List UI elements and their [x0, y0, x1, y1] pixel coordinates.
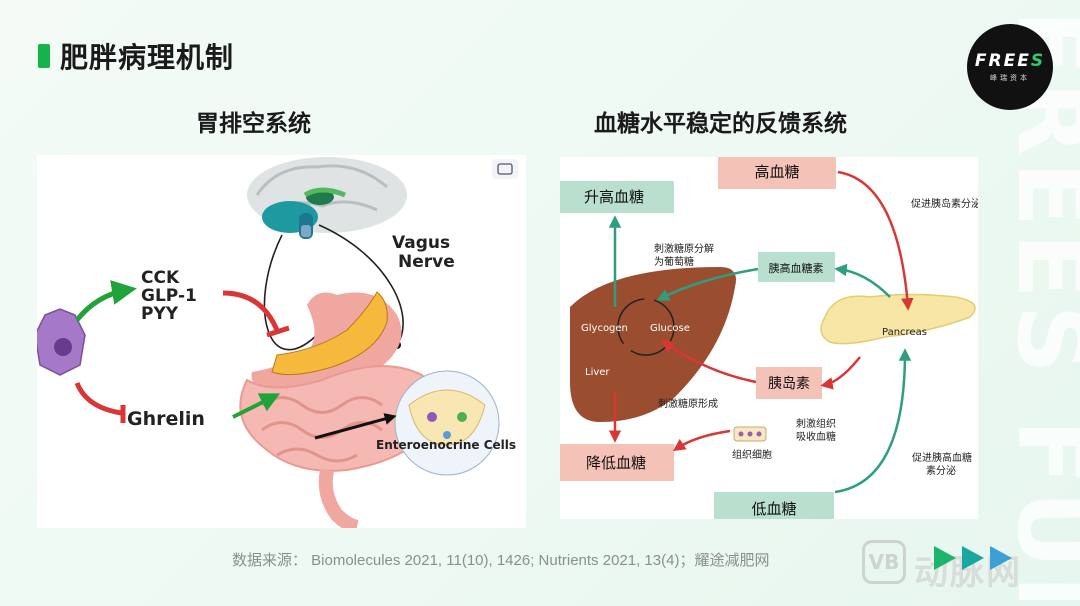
pancreas-label: Pancreas — [882, 327, 927, 338]
vagus-nerve-right — [318, 224, 404, 346]
vb-badge-icon: VB — [862, 540, 906, 584]
note-promote-insulin: 促进胰岛素分泌 — [911, 197, 978, 210]
logo-subtitle: 峰瑞资本 — [990, 74, 1030, 82]
pancreas-illustration — [820, 293, 976, 345]
brain-illustration — [247, 157, 407, 239]
tissue-cells-icon — [733, 426, 767, 442]
liver-illustration — [570, 267, 736, 422]
expand-icon — [492, 159, 518, 179]
note-glycogenolysis-1: 刺激糖原分解 — [654, 242, 714, 255]
high-glucose-box: 高血糖 — [718, 157, 836, 189]
glucose-feedback-diagram: Glycogen Glucose Liver Pancreas 高血糖 升高血糖… — [560, 157, 978, 519]
cck-label: CCK — [141, 268, 180, 288]
pyy-label: PYY — [141, 304, 179, 324]
note-promote-glucagon-2: 素分泌 — [926, 464, 956, 477]
glucose-label: Glucose — [650, 323, 690, 334]
raise-glucose-box: 升高血糖 — [560, 181, 674, 213]
logo-wordmark: FREES — [974, 51, 1046, 71]
enteroendocrine-cell-icon — [37, 308, 86, 376]
vagus-nerve-left — [263, 234, 320, 351]
enteroendocrine-label: Enteroenocrine Cells — [376, 438, 516, 452]
lower-glucose-box: 降低血糖 — [560, 444, 674, 481]
frees-logo: FREES 峰瑞资本 — [967, 24, 1053, 110]
nerve-label: Nerve — [398, 252, 455, 272]
title-accent-bar — [38, 44, 50, 68]
gastric-emptying-diagram: Vagus Nerve Enteroenocrine Cells C — [37, 155, 526, 528]
glucagon-box: 胰高血糖素 — [758, 252, 835, 282]
note-glycogenesis: 刺激糖原形成 — [658, 397, 718, 410]
note-glycogenolysis-2: 为葡萄糖 — [654, 255, 694, 268]
slide-title: 肥胖病理机制 — [60, 41, 235, 74]
svg-text:胰岛素: 胰岛素 — [768, 376, 810, 392]
svg-text:胰高血糖素: 胰高血糖素 — [769, 261, 824, 275]
glp1-label: GLP-1 — [141, 286, 197, 306]
svg-text:降低血糖: 降低血糖 — [586, 454, 646, 472]
play-arrows-decoration — [934, 546, 1012, 570]
glycogen-label: Glycogen — [581, 323, 628, 334]
note-tissue-2: 吸收血糖 — [796, 430, 836, 443]
liver-label: Liver — [585, 367, 610, 378]
enteroendocrine-cells-inset — [394, 370, 500, 476]
ghrelin-label: Ghrelin — [127, 408, 205, 430]
vagus-label: Vagus — [392, 233, 450, 253]
svg-text:低血糖: 低血糖 — [751, 500, 796, 518]
svg-text:升高血糖: 升高血糖 — [584, 188, 644, 206]
insulin-box: 胰岛素 — [756, 367, 822, 399]
note-tissue-cells: 组织细胞 — [732, 448, 772, 461]
low-glucose-box: 低血糖 — [714, 492, 834, 519]
note-tissue-1: 刺激组织 — [796, 417, 836, 430]
data-source-footnote: 数据来源： Biomolecules 2021, 11(10), 1426; N… — [232, 552, 770, 569]
svg-text:高血糖: 高血糖 — [754, 163, 799, 181]
gastric-emptying-title: 胃排空系统 — [196, 111, 311, 137]
glucose-feedback-title: 血糖水平稳定的反馈系统 — [594, 111, 847, 137]
note-promote-glucagon-1: 促进胰高血糖 — [912, 451, 972, 464]
